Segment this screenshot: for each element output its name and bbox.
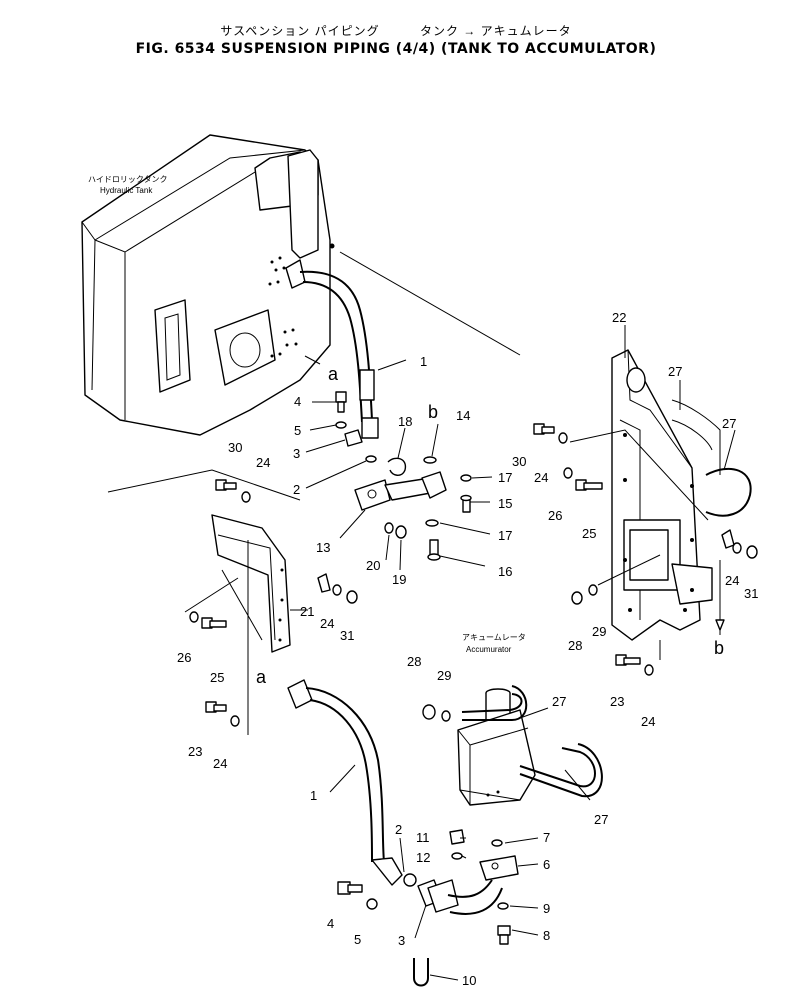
callout-2-upper: 2 (293, 482, 300, 497)
callout-13: 13 (316, 540, 330, 555)
callout-24-d: 24 (213, 756, 227, 771)
callout-b-lower: b (714, 638, 724, 658)
callout-31-left: 31 (340, 628, 354, 643)
japanese-title-part-1: サスペンション パイピング (220, 24, 380, 38)
callout-24-f: 24 (641, 714, 655, 729)
callout-24-a: 24 (256, 455, 270, 470)
callout-26-left: 26 (177, 650, 191, 665)
callout-24-e: 24 (725, 573, 739, 588)
callout-31-right: 31 (744, 586, 758, 601)
callout-a-lower: a (256, 667, 267, 687)
upper-flange-assembly (344, 429, 472, 561)
callout-19: 19 (392, 572, 406, 587)
callout-2-lower: 2 (395, 822, 402, 837)
callout-30-right: 30 (512, 454, 526, 469)
callout-23-left: 23 (188, 744, 202, 759)
callout-30-left: 30 (228, 440, 242, 455)
upper-hose (285, 259, 379, 439)
bracket-right-fasteners (533, 423, 709, 676)
callout-8: 8 (543, 928, 550, 943)
lower-hose (287, 679, 417, 887)
accumulator-label-en: Accumurator (466, 645, 512, 654)
callout-29-right: 29 (592, 624, 606, 639)
callout-18: 18 (398, 414, 412, 429)
callout-28-right: 28 (568, 638, 582, 653)
callout-23-right: 23 (610, 694, 624, 709)
callout-21: 21 (300, 604, 314, 619)
callout-28-left: 28 (407, 654, 421, 669)
callout-12: 12 (416, 850, 430, 865)
lower-flange-assembly (413, 829, 519, 987)
callout-16: 16 (498, 564, 512, 579)
callout-1-upper: 1 (420, 354, 427, 369)
callout-3-lower: 3 (398, 933, 405, 948)
callout-25-left: 25 (210, 670, 224, 685)
callout-4-lower: 4 (327, 916, 334, 931)
figure-title: FIG. 6534 SUSPENSION PIPING (4/4) (TANK … (135, 41, 657, 57)
hydraulic-tank-label-en: Hydraulic Tank (100, 186, 153, 195)
callout-10: 10 (462, 973, 476, 988)
accumulator: アキュームレータ Accumurator (422, 633, 603, 806)
callout-25-right: 25 (582, 526, 596, 541)
callout-17-lower: 17 (498, 528, 512, 543)
callout-1-lower: 1 (310, 788, 317, 803)
callout-3-upper: 3 (293, 446, 300, 461)
callout-17-upper: 17 (498, 470, 512, 485)
callout-29-left: 29 (437, 668, 451, 683)
callout-24-b: 24 (534, 470, 548, 485)
callout-9: 9 (543, 901, 550, 916)
callout-24-c: 24 (320, 616, 334, 631)
callout-5-upper: 5 (294, 423, 301, 438)
callout-27-a: 27 (668, 364, 682, 379)
callout-11: 11 (416, 830, 430, 845)
tank-bolt-holes (268, 256, 298, 358)
callout-27-c: 27 (552, 694, 566, 709)
japanese-title: サスペンション パイピング タンク → アキュムレータ (0, 22, 792, 39)
callout-15: 15 (498, 496, 512, 511)
callout-a-upper: a (328, 364, 339, 384)
lower-bolt-set (337, 881, 378, 910)
callout-14: 14 (456, 408, 470, 423)
leader-lines (290, 325, 736, 981)
callout-20: 20 (366, 558, 380, 573)
callout-6: 6 (543, 857, 550, 872)
callout-22: 22 (612, 310, 626, 325)
hydraulic-tank: ハイドロリックタンク Hydraulic Tank (81, 134, 335, 436)
callout-b-upper: b (428, 402, 438, 422)
callout-26-right: 26 (548, 508, 562, 523)
accumulator-label-jp: アキュームレータ (462, 633, 526, 642)
callout-4-upper: 4 (294, 394, 301, 409)
hydraulic-tank-label-jp: ハイドロリックタンク (88, 175, 168, 184)
japanese-title-part-2: タンク → アキュムレータ (419, 24, 572, 38)
callout-27-b: 27 (722, 416, 736, 431)
callout-numbers: 1 1 2 2 3 3 4 4 5 5 6 7 8 9 10 11 12 13 … (177, 310, 758, 988)
callout-5-lower: 5 (354, 932, 361, 947)
bracket-left (107, 469, 358, 735)
upper-bolt-set (335, 391, 347, 429)
callout-7: 7 (543, 830, 550, 845)
callout-27-d: 27 (594, 812, 608, 827)
